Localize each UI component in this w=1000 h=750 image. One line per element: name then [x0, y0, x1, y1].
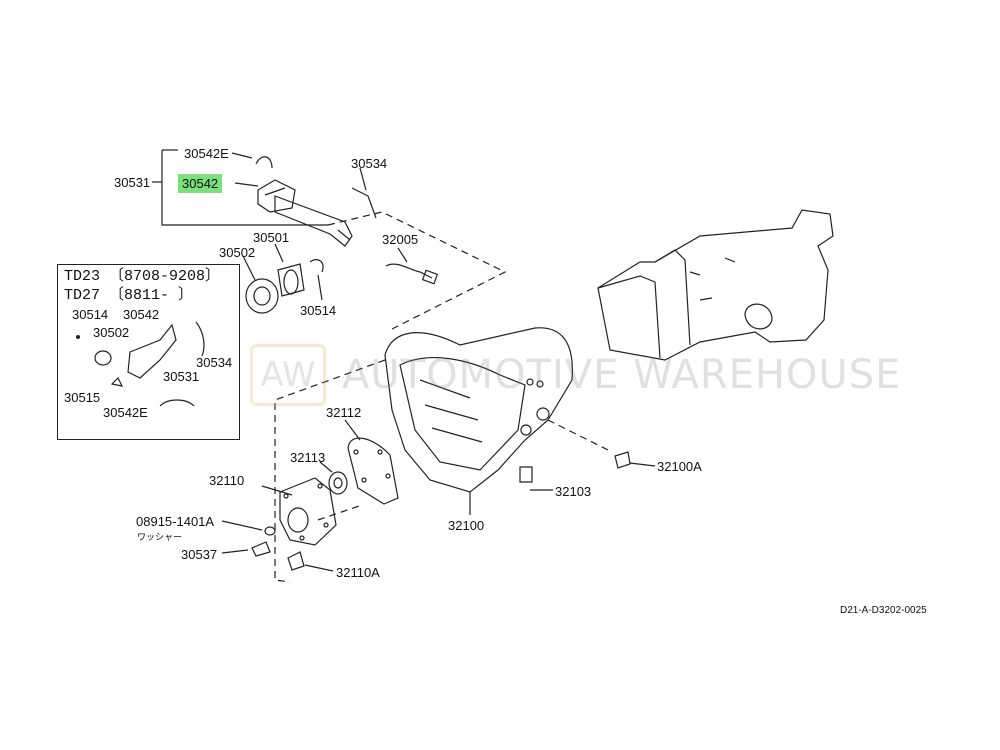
- inset-model-line-1: TD23 〔8708-9208〕: [64, 268, 221, 285]
- part-label-32005: 32005: [382, 232, 419, 247]
- part-label-32100A: 32100A: [657, 459, 702, 474]
- inset-label-30542E: 30542E: [103, 405, 148, 420]
- part-label-30542E: 30542E: [184, 146, 229, 161]
- bearing-ring: [245, 278, 279, 314]
- model-variant-inset: TD23 〔8708-9208〕 TD27 〔8811- 〕 30514 305…: [57, 264, 240, 440]
- gasket: [347, 437, 399, 505]
- part-label-32110A: 32110A: [336, 565, 380, 580]
- inset-label-30534: 30534: [196, 355, 233, 370]
- inset-label-30542: 30542: [123, 307, 160, 322]
- diagram-reference-code: D21-A-D3202-0025: [840, 605, 927, 616]
- part-label-30531: 30531: [114, 175, 151, 190]
- part-label-30514: 30514: [300, 303, 337, 318]
- inset-label-30515: 30515: [64, 390, 101, 405]
- transmission-assembly: [597, 209, 834, 361]
- part-label-30502: 30502: [219, 245, 256, 260]
- part-label-32112: 32112: [326, 405, 362, 420]
- part-label-32113: 32113: [290, 450, 326, 465]
- inset-label-30514: 30514: [72, 307, 109, 322]
- part-label-30542-highlighted: 30542: [178, 174, 223, 193]
- release-fork: [274, 195, 353, 247]
- bearing-sleeve: [257, 179, 296, 213]
- transmission-housing: [384, 327, 573, 493]
- inset-label-30531: 30531: [163, 369, 200, 384]
- front-cover: [279, 477, 337, 546]
- part-label-30534: 30534: [351, 156, 388, 171]
- watermark-text: AUTOMOTIVE WAREHOUSE: [342, 352, 902, 398]
- inset-label-30502: 30502: [93, 325, 130, 340]
- watermark-logo: AW: [250, 344, 326, 406]
- inset-model-line-2: TD27 〔8811- 〕: [64, 287, 194, 304]
- part-label-32110: 32110: [209, 473, 245, 488]
- watermark: AW AUTOMOTIVE WAREHOUSE: [250, 344, 902, 406]
- washer-caption: ワッシャー: [137, 532, 183, 542]
- part-label-08915-1401A: 08915-1401A: [136, 514, 215, 529]
- part-label-32103: 32103: [555, 484, 592, 499]
- group-bracket: [161, 150, 328, 226]
- part-label-30537: 30537: [181, 547, 218, 562]
- part-label-32100: 32100: [448, 518, 485, 533]
- part-label-30501: 30501: [253, 230, 290, 245]
